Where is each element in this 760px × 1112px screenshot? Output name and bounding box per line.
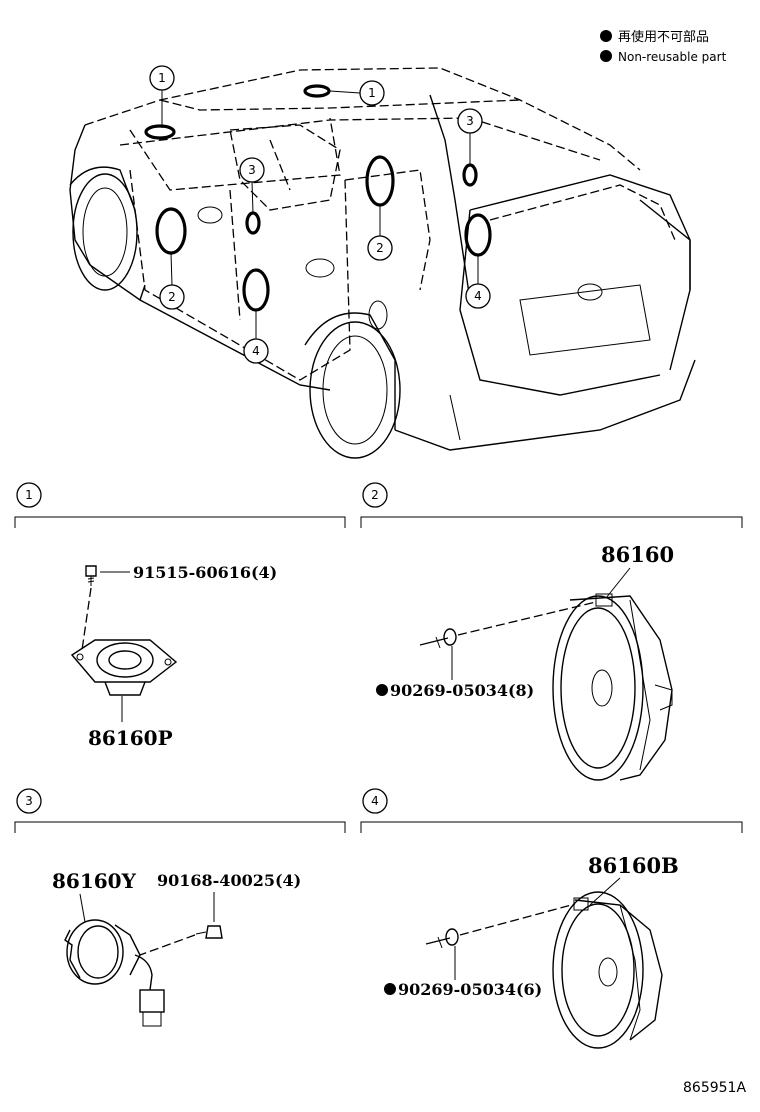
vehicle-illustration: 1 1 3 3 2 2 4 4: [69, 65, 696, 459]
section-1: 1 91515-60616(4) 86160P: [14, 482, 346, 750]
non-reusable-marker-icon: [384, 983, 396, 995]
callout-3-front: 3: [239, 157, 265, 183]
section-2-number: 2: [362, 482, 388, 508]
callout-2-front: 2: [159, 284, 185, 310]
bolt-91515-icon: [85, 565, 97, 586]
callout-4-rear: 4: [465, 283, 491, 309]
callout-4-front: 4: [243, 338, 269, 364]
speaker-86160-icon: [552, 593, 673, 781]
speaker-86160y-icon: [64, 919, 165, 1027]
clip-90269-icon: [419, 628, 457, 649]
section-4: 4 86160B 90269-05034(6): [360, 788, 743, 1049]
callout-1-front: 1: [149, 65, 175, 91]
speaker-86160b-icon: [552, 891, 663, 1049]
svg-text:4: 4: [474, 289, 482, 303]
section-3: 3 86160Y 90168-40025(4): [14, 788, 346, 1027]
svg-text:4: 4: [252, 344, 260, 358]
part-label-86160b: 86160B: [588, 853, 679, 878]
legend-label-en: Non-reusable part: [618, 50, 727, 64]
callout-3-rear: 3: [457, 108, 483, 134]
svg-text:1: 1: [25, 488, 33, 502]
clip-90269-6-icon: [425, 928, 459, 949]
section-1-number: 1: [16, 482, 42, 508]
part-label-86160: 86160: [601, 542, 674, 567]
speaker-3-rear-location: [462, 163, 478, 187]
fastener-label-91515: 91515-60616(4): [133, 563, 277, 582]
screw-90168-icon: [195, 925, 223, 939]
svg-text:3: 3: [466, 114, 474, 128]
speaker-3-front-location: [245, 211, 261, 235]
part-label-86160y: 86160Y: [52, 869, 137, 893]
diagram-id: 865951A: [683, 1080, 746, 1096]
speaker-1-rear-location: [303, 84, 331, 98]
svg-text:1: 1: [158, 71, 166, 85]
legend-bullet-icon: [600, 30, 612, 42]
svg-text:4: 4: [371, 794, 379, 808]
callout-1-rear: 1: [359, 80, 385, 106]
svg-text:3: 3: [25, 794, 33, 808]
tweeter-86160p-icon: [70, 639, 178, 696]
fastener-label-90269-6: 90269-05034(6): [398, 980, 542, 999]
legend: 再使用不可部品 Non-reusable part: [600, 29, 727, 64]
non-reusable-marker-icon: [376, 684, 388, 696]
svg-text:1: 1: [368, 86, 376, 100]
speaker-4-rear-location: [464, 213, 492, 257]
speaker-4-front-location: [242, 268, 270, 312]
legend-label-jp: 再使用不可部品: [618, 29, 709, 45]
speaker-1-front-location: [144, 124, 176, 140]
speaker-2-front-location: [155, 207, 187, 255]
svg-text:2: 2: [371, 488, 379, 502]
fastener-label-90168: 90168-40025(4): [157, 871, 301, 890]
callout-2-rear: 2: [367, 235, 393, 261]
svg-text:2: 2: [168, 290, 176, 304]
legend-bullet-icon: [600, 50, 612, 62]
svg-text:3: 3: [248, 163, 256, 177]
section-4-number: 4: [362, 788, 388, 814]
svg-text:2: 2: [376, 241, 384, 255]
fastener-label-90269-8: 90269-05034(8): [390, 681, 534, 700]
part-label-86160p: 86160P: [88, 726, 173, 750]
speaker-2-rear-location: [365, 155, 395, 207]
section-3-number: 3: [16, 788, 42, 814]
section-2: 2 86160 90269-05034(8): [360, 482, 743, 781]
